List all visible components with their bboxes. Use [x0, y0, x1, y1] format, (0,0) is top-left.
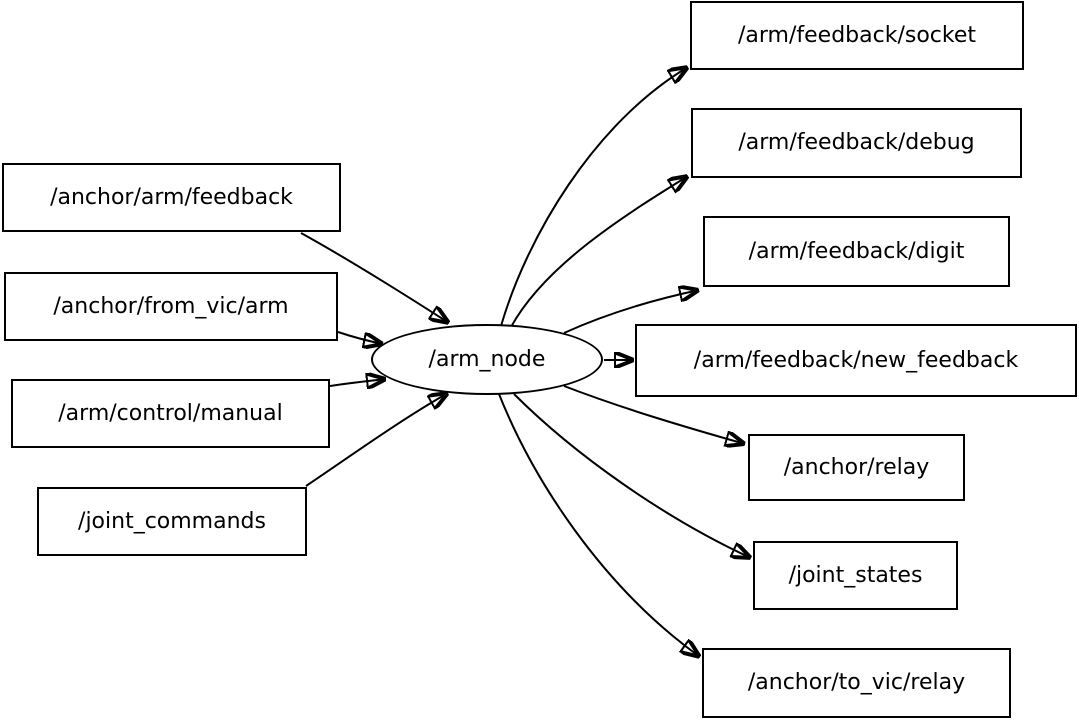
topic-node-anchor-arm-feedback: /anchor/arm/feedback: [2, 163, 341, 232]
edge-anchor-arm-feedback-to-arm-node: [300, 232, 449, 323]
topic-label-anchor-arm-feedback: /anchor/arm/feedback: [50, 184, 293, 210]
edge-anchor-from-vic-arm-to-arm-node: [337, 331, 383, 344]
topic-node-anchor-from-vic-arm: /anchor/from_vic/arm: [4, 272, 338, 341]
edge-arm-node-to-arm-feedback-socket: [500, 67, 688, 327]
topic-label-anchor-relay: /anchor/relay: [783, 454, 930, 480]
node-label-arm-node: /arm_node: [428, 346, 546, 372]
topic-label-joint-commands: /joint_commands: [78, 508, 266, 534]
topic-label-arm-feedback-new-feedback: /arm/feedback/new_feedback: [693, 347, 1019, 373]
edge-arm-control-manual-to-arm-node: [329, 379, 386, 386]
edge-arm-node-to-joint-states: [513, 393, 751, 558]
topic-label-arm-feedback-socket: /arm/feedback/socket: [737, 22, 976, 48]
topic-node-arm-control-manual: /arm/control/manual: [11, 379, 330, 448]
topic-node-arm-feedback-digit: /arm/feedback/digit: [703, 216, 1010, 287]
edge-arm-node-to-anchor-to-vic-relay: [498, 393, 700, 657]
node-arm-node: /arm_node: [371, 324, 603, 395]
topic-node-joint-states: /joint_states: [753, 541, 958, 610]
topic-label-arm-feedback-digit: /arm/feedback/digit: [748, 238, 965, 264]
topic-node-arm-feedback-socket: /arm/feedback/socket: [690, 1, 1024, 70]
topic-node-joint-commands: /joint_commands: [37, 487, 307, 556]
topic-label-joint-states: /joint_states: [788, 562, 923, 588]
edge-joint-commands-to-arm-node: [305, 393, 448, 487]
topic-label-arm-control-manual: /arm/control/manual: [58, 400, 283, 426]
topic-node-arm-feedback-debug: /arm/feedback/debug: [691, 108, 1022, 178]
topic-node-arm-feedback-new-feedback: /arm/feedback/new_feedback: [635, 324, 1077, 397]
topic-label-anchor-to-vic-relay: /anchor/to_vic/relay: [747, 670, 966, 695]
edge-arm-node-to-anchor-relay: [563, 385, 745, 444]
edge-arm-node-to-arm-feedback-debug: [510, 176, 688, 328]
topic-node-anchor-to-vic-relay: /anchor/to_vic/relay: [702, 648, 1011, 718]
edge-arm-node-to-arm-feedback-digit: [563, 290, 699, 334]
topic-label-arm-feedback-debug: /arm/feedback/debug: [738, 130, 975, 155]
topic-node-anchor-relay: /anchor/relay: [748, 434, 965, 501]
topic-label-anchor-from-vic-arm: /anchor/from_vic/arm: [53, 293, 289, 319]
